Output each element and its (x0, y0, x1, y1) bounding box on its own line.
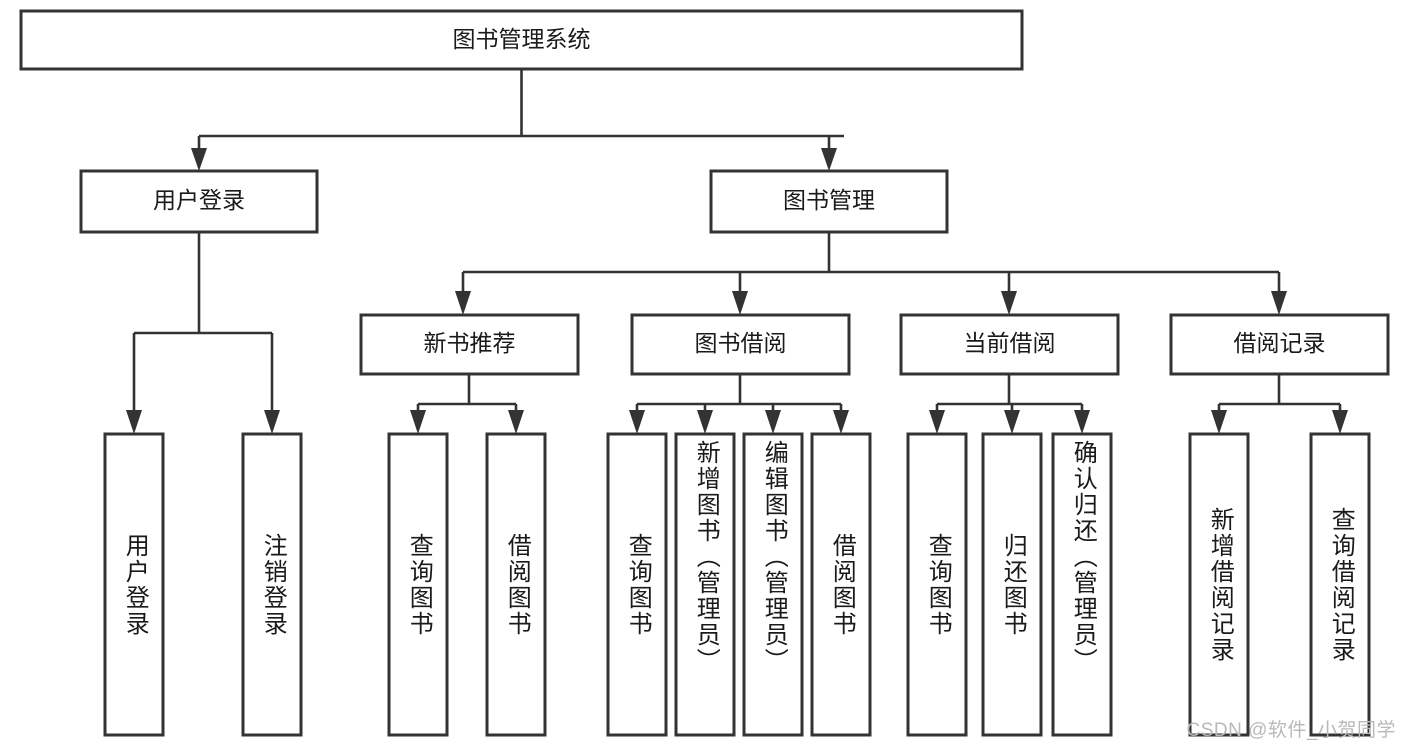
node-book-borrow-box[interactable] (630, 313, 851, 376)
node-current-borrow[interactable]: 当前借阅 (899, 313, 1120, 376)
leaf-query-book-recommend-box[interactable] (387, 432, 449, 737)
node-borrow-record-box[interactable] (1169, 313, 1390, 376)
node-new-book-recommend-label: 新书推荐 (424, 330, 516, 356)
arrow-head-leaf-query-book-current (929, 410, 945, 434)
leaf-user-login-box[interactable] (103, 432, 165, 737)
arrow-head-leaf-user-login (126, 410, 142, 434)
arrow-head-leaf-query-book-recommend (410, 410, 426, 434)
connector-current-borrow-to-leaves (929, 374, 1090, 434)
node-root[interactable]: 图书管理系统 (19, 9, 1024, 71)
arrow-head-leaf-add-book-admin (697, 410, 713, 434)
leaf-add-book-admin-box[interactable] (674, 432, 736, 737)
node-book-management-label: 图书管理 (783, 187, 875, 213)
connector-root-to-level2 (191, 69, 844, 171)
leaf-query-book-current-box[interactable] (906, 432, 968, 737)
arrow-head-leaf-logout (264, 410, 280, 434)
arrow-head-book-management (821, 148, 837, 171)
node-book-borrow-label: 图书借阅 (695, 330, 787, 356)
leaf-borrow-book-recommend-box[interactable] (485, 432, 547, 737)
node-new-book-recommend[interactable]: 新书推荐 (359, 313, 580, 376)
arrow-head-borrow-record (1271, 291, 1287, 315)
arrow-head-leaf-add-borrow-record (1211, 410, 1227, 434)
node-book-management[interactable]: 图书管理 (709, 169, 949, 234)
leaf-add-borrow-record-box[interactable] (1188, 432, 1250, 737)
csdn-watermark: CSDN @软件_小贺同学 (1186, 720, 1396, 741)
node-new-book-recommend-box[interactable] (359, 313, 580, 376)
node-book-management-box[interactable] (709, 169, 949, 234)
arrow-head-leaf-borrow-book (833, 410, 849, 434)
arrow-head-leaf-return-book (1004, 410, 1020, 434)
leaf-return-book-box[interactable] (981, 432, 1043, 737)
arrow-head-new-book-recommend (455, 291, 471, 315)
leaf-borrow-book-box[interactable] (810, 432, 872, 737)
connector-user-login-to-leaves (126, 232, 280, 434)
leaf-confirm-return-admin-box[interactable] (1051, 432, 1113, 737)
node-user-login-label: 用户登录 (153, 187, 245, 213)
arrow-head-leaf-borrow-book-recommend (508, 410, 524, 434)
node-book-borrow[interactable]: 图书借阅 (630, 313, 851, 376)
leaf-edit-book-admin-box[interactable] (742, 432, 804, 737)
arrow-head-leaf-query-book-borrow (629, 410, 645, 434)
node-user-login-box[interactable] (79, 169, 319, 234)
leaf-query-book-borrow-box[interactable] (606, 432, 668, 737)
arrow-head-leaf-edit-book-admin (765, 410, 781, 434)
connector-book-borrow-to-leaves (629, 374, 849, 434)
arrow-head-current-borrow (1001, 291, 1017, 315)
node-borrow-record[interactable]: 借阅记录 (1169, 313, 1390, 376)
connector-borrow-record-to-leaves (1211, 374, 1348, 434)
connector-new-book-recommend-to-leaves (410, 374, 524, 434)
arrow-head-leaf-query-borrow-record (1332, 410, 1348, 434)
node-current-borrow-box[interactable] (899, 313, 1120, 376)
node-user-login[interactable]: 用户登录 (79, 169, 319, 234)
arrow-head-leaf-confirm-return-admin (1074, 410, 1090, 434)
node-root-label: 图书管理系统 (453, 26, 591, 52)
arrow-head-user-login (191, 148, 207, 171)
node-borrow-record-label: 借阅记录 (1234, 330, 1326, 356)
arrow-head-book-borrow (732, 291, 748, 315)
leaf-boxes-group (103, 432, 1371, 737)
leaf-logout-box[interactable] (241, 432, 303, 737)
connector-book-management-to-level3 (455, 232, 1287, 315)
node-current-borrow-label: 当前借阅 (964, 330, 1056, 356)
node-root-box[interactable] (19, 9, 1024, 71)
leaf-query-borrow-record-box[interactable] (1309, 432, 1371, 737)
